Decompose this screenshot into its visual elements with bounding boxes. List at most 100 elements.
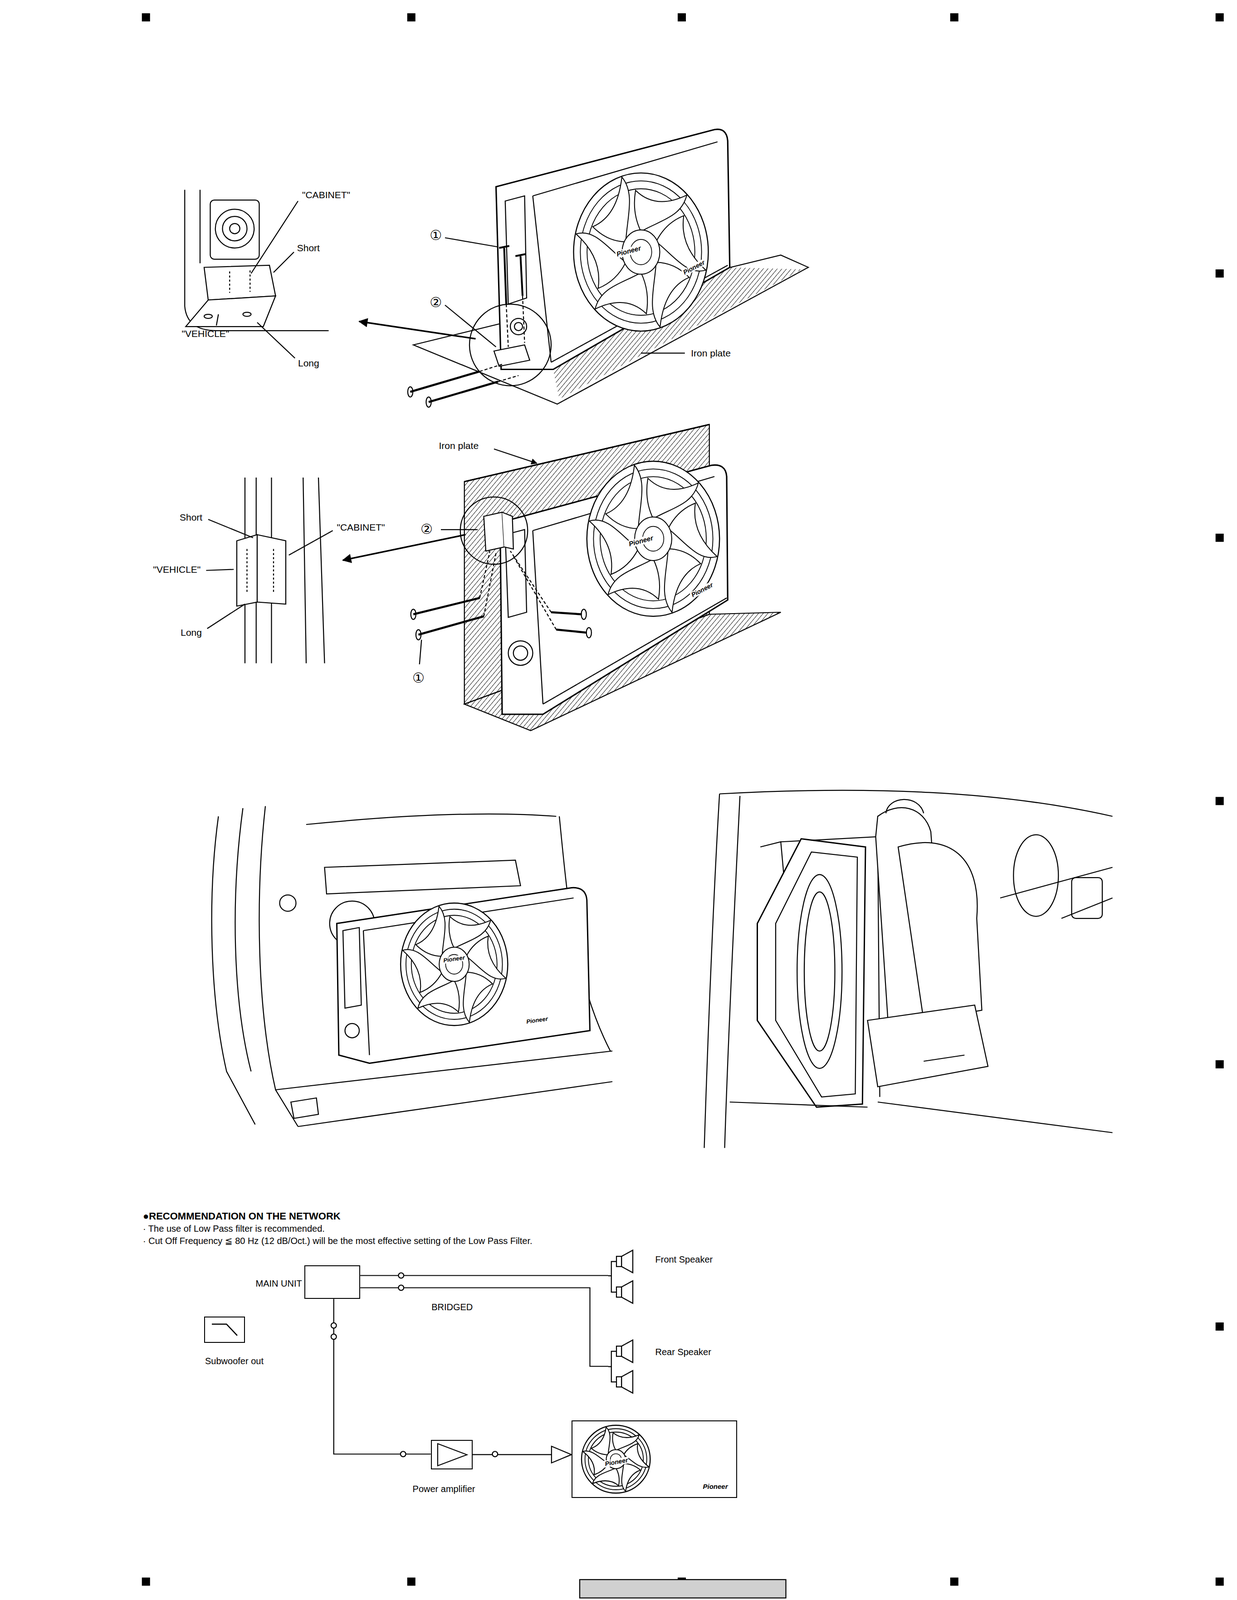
speaker-symbol-art — [616, 1256, 622, 1267]
signal-wire — [360, 1288, 609, 1367]
floor-mount-figure — [505, 195, 527, 305]
speaker-symbol-art — [608, 1261, 617, 1293]
wall-mount-figure — [585, 461, 721, 617]
floor-bracket-detail — [199, 190, 201, 264]
floor-mount-figure — [407, 386, 413, 398]
corner-marks — [407, 1578, 416, 1587]
cargo-install-illustration — [342, 927, 362, 1009]
floor-bracket-detail — [243, 312, 252, 317]
footer-bar — [579, 1579, 787, 1599]
floor-bracket-detail — [184, 190, 329, 332]
speaker-symbol-art — [616, 1346, 622, 1357]
main-unit-box: MAIN UNIT — [304, 1265, 361, 1300]
terminal-dot — [331, 1323, 337, 1329]
cargo-install-illustration — [279, 894, 297, 912]
corner-marks — [1215, 13, 1224, 22]
floor-bracket-detail — [222, 216, 248, 241]
wall-mount-figure — [586, 627, 592, 639]
speaker-symbol-art — [608, 1351, 617, 1383]
corner-marks — [1215, 1578, 1224, 1587]
floor-mount-figure — [444, 237, 499, 247]
cargo-install-illustration — [211, 806, 613, 1128]
part-label: Short — [297, 242, 320, 254]
floor-mount-figure — [506, 296, 525, 348]
part-label: Short — [179, 512, 203, 523]
cargo-install-illustration — [306, 814, 557, 825]
speaker-symbol: Front Speaker — [608, 1247, 650, 1307]
node-label: Power amplifier — [412, 1484, 476, 1495]
part-label: Iron plate — [690, 347, 731, 359]
terminal-dot — [400, 1451, 406, 1458]
callout-number: ② — [429, 294, 442, 310]
wall-mount-figure — [440, 529, 478, 531]
corner-marks — [1215, 796, 1224, 806]
part-label: Long — [180, 627, 202, 638]
wall-mount-figure — [508, 640, 533, 666]
floor-bracket-detail — [216, 314, 219, 326]
wall-bracket-detail — [207, 604, 245, 629]
floor-bracket-detail — [229, 270, 250, 294]
floor-mount-figure — [359, 129, 809, 408]
signal-wire — [333, 1299, 431, 1455]
filter-symbol-art — [205, 1317, 245, 1343]
cargo-install-illustration — [324, 860, 521, 895]
floor-bracket-detail — [204, 265, 276, 301]
cab-install-illustration — [704, 790, 1113, 1149]
corner-marks — [141, 13, 151, 22]
floor-mount-figure — [493, 345, 530, 367]
cargo-install-illustration — [234, 808, 251, 1072]
wall-mount-figure — [342, 424, 781, 731]
subwoofer-box: PioneerPioneer — [571, 1420, 738, 1499]
speaker-symbol-art — [616, 1286, 622, 1298]
brand-logo: Pioneer — [626, 533, 655, 548]
cargo-install-illustration — [290, 1098, 319, 1119]
brand-logo: Pioneer — [701, 1483, 729, 1492]
floor-bracket-detail — [251, 200, 299, 274]
floor-mount-figure — [410, 371, 480, 392]
brand-logo: Pioneer — [681, 258, 707, 277]
speaker-symbol-art — [621, 1339, 633, 1363]
wall-mount-figure — [502, 512, 514, 550]
wall-bracket-detail — [206, 477, 333, 664]
filter-symbol-art — [211, 1324, 238, 1336]
floor-mount-figure — [425, 396, 431, 408]
cargo-install-illustration — [211, 816, 256, 1125]
floor-mount-figure — [428, 381, 499, 403]
floor-mount-figure — [496, 129, 730, 370]
speaker-symbol-art — [621, 1250, 633, 1273]
cargo-install-illustration — [399, 903, 509, 1026]
floor-bracket-detail — [273, 252, 294, 273]
brand-logo: Pioneer — [614, 244, 643, 259]
terminal-dot — [331, 1334, 337, 1340]
brand-logo: Pioneer — [442, 954, 467, 964]
wall-mount-figure — [460, 497, 529, 565]
wall-mount-figure — [418, 616, 485, 636]
speaker-symbol-art — [621, 1370, 633, 1394]
corner-marks — [407, 13, 416, 22]
part-label: "CABINET" — [302, 189, 351, 201]
corner-marks — [950, 1578, 959, 1587]
floor-mount-figure — [515, 254, 526, 296]
cab-install-illustration — [729, 1102, 1113, 1134]
wall-mount-figure — [556, 629, 587, 633]
part-label: "VEHICLE" — [153, 564, 201, 575]
floor-mount-figure — [514, 322, 523, 331]
cargo-install-illustration — [275, 1051, 613, 1128]
speaker-symbol-art — [608, 1247, 650, 1307]
floor-bracket-detail — [257, 322, 295, 359]
wall-mount-figure — [342, 534, 466, 561]
filter-symbol: Subwoofer out — [204, 1316, 245, 1344]
wall-bracket-detail — [206, 569, 235, 571]
wall-mount-figure — [415, 629, 421, 641]
corner-marks — [1215, 1322, 1224, 1331]
floor-mount-figure — [359, 321, 476, 339]
cab-install-illustration — [804, 892, 836, 1052]
corner-marks — [950, 13, 959, 22]
speaker-symbol-art — [621, 1281, 633, 1304]
wall-bracket-detail — [257, 534, 286, 605]
callout-number: ② — [420, 521, 433, 537]
part-label: "VEHICLE" — [181, 328, 230, 339]
